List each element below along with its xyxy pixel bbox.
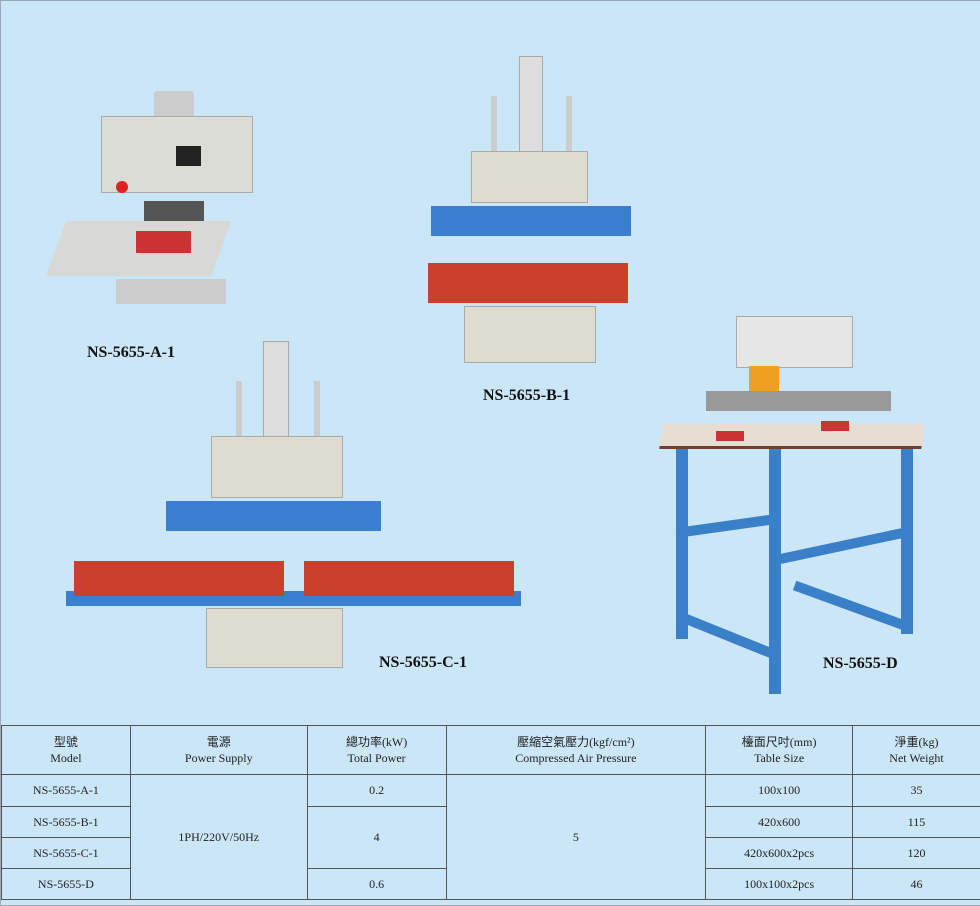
cell-power: 0.6: [307, 869, 446, 900]
cell-air-pressure: 5: [446, 775, 706, 900]
table-row: NS-5655-A-1 1PH/220V/50Hz 0.2 5 100x100 …: [2, 775, 980, 807]
cell-power: 0.2: [307, 775, 446, 807]
cell-table-size: 420x600x2pcs: [706, 838, 853, 869]
cell-weight: 46: [853, 869, 980, 900]
cell-power-supply: 1PH/220V/50Hz: [130, 775, 307, 900]
cell-model: NS-5655-B-1: [2, 807, 131, 838]
cell-weight: 120: [853, 838, 980, 869]
header-table-size: 檯面尺吋(mm)Table Size: [706, 726, 853, 775]
machine-a-image: [56, 91, 256, 311]
machine-d-image: [661, 311, 923, 696]
cell-model: NS-5655-D: [2, 869, 131, 900]
machine-b-image: [426, 51, 631, 366]
product-label-c1: NS-5655-C-1: [379, 654, 467, 672]
cell-table-size: 420x600: [706, 807, 853, 838]
header-net-weight: 淨重(kg)Net Weight: [853, 726, 980, 775]
product-label-d: NS-5655-D: [823, 655, 898, 673]
header-air-pressure: 壓縮空氣壓力(kgf/cm²)Compressed Air Pressure: [446, 726, 706, 775]
cell-model: NS-5655-A-1: [2, 775, 131, 807]
cell-model: NS-5655-C-1: [2, 838, 131, 869]
cell-table-size: 100x100x2pcs: [706, 869, 853, 900]
machine-c-image: [66, 336, 521, 671]
cell-weight: 115: [853, 807, 980, 838]
header-total-power: 總功率(kW)Total Power: [307, 726, 446, 775]
cell-table-size: 100x100: [706, 775, 853, 807]
cell-power: 4: [307, 807, 446, 869]
cell-weight: 35: [853, 775, 980, 807]
